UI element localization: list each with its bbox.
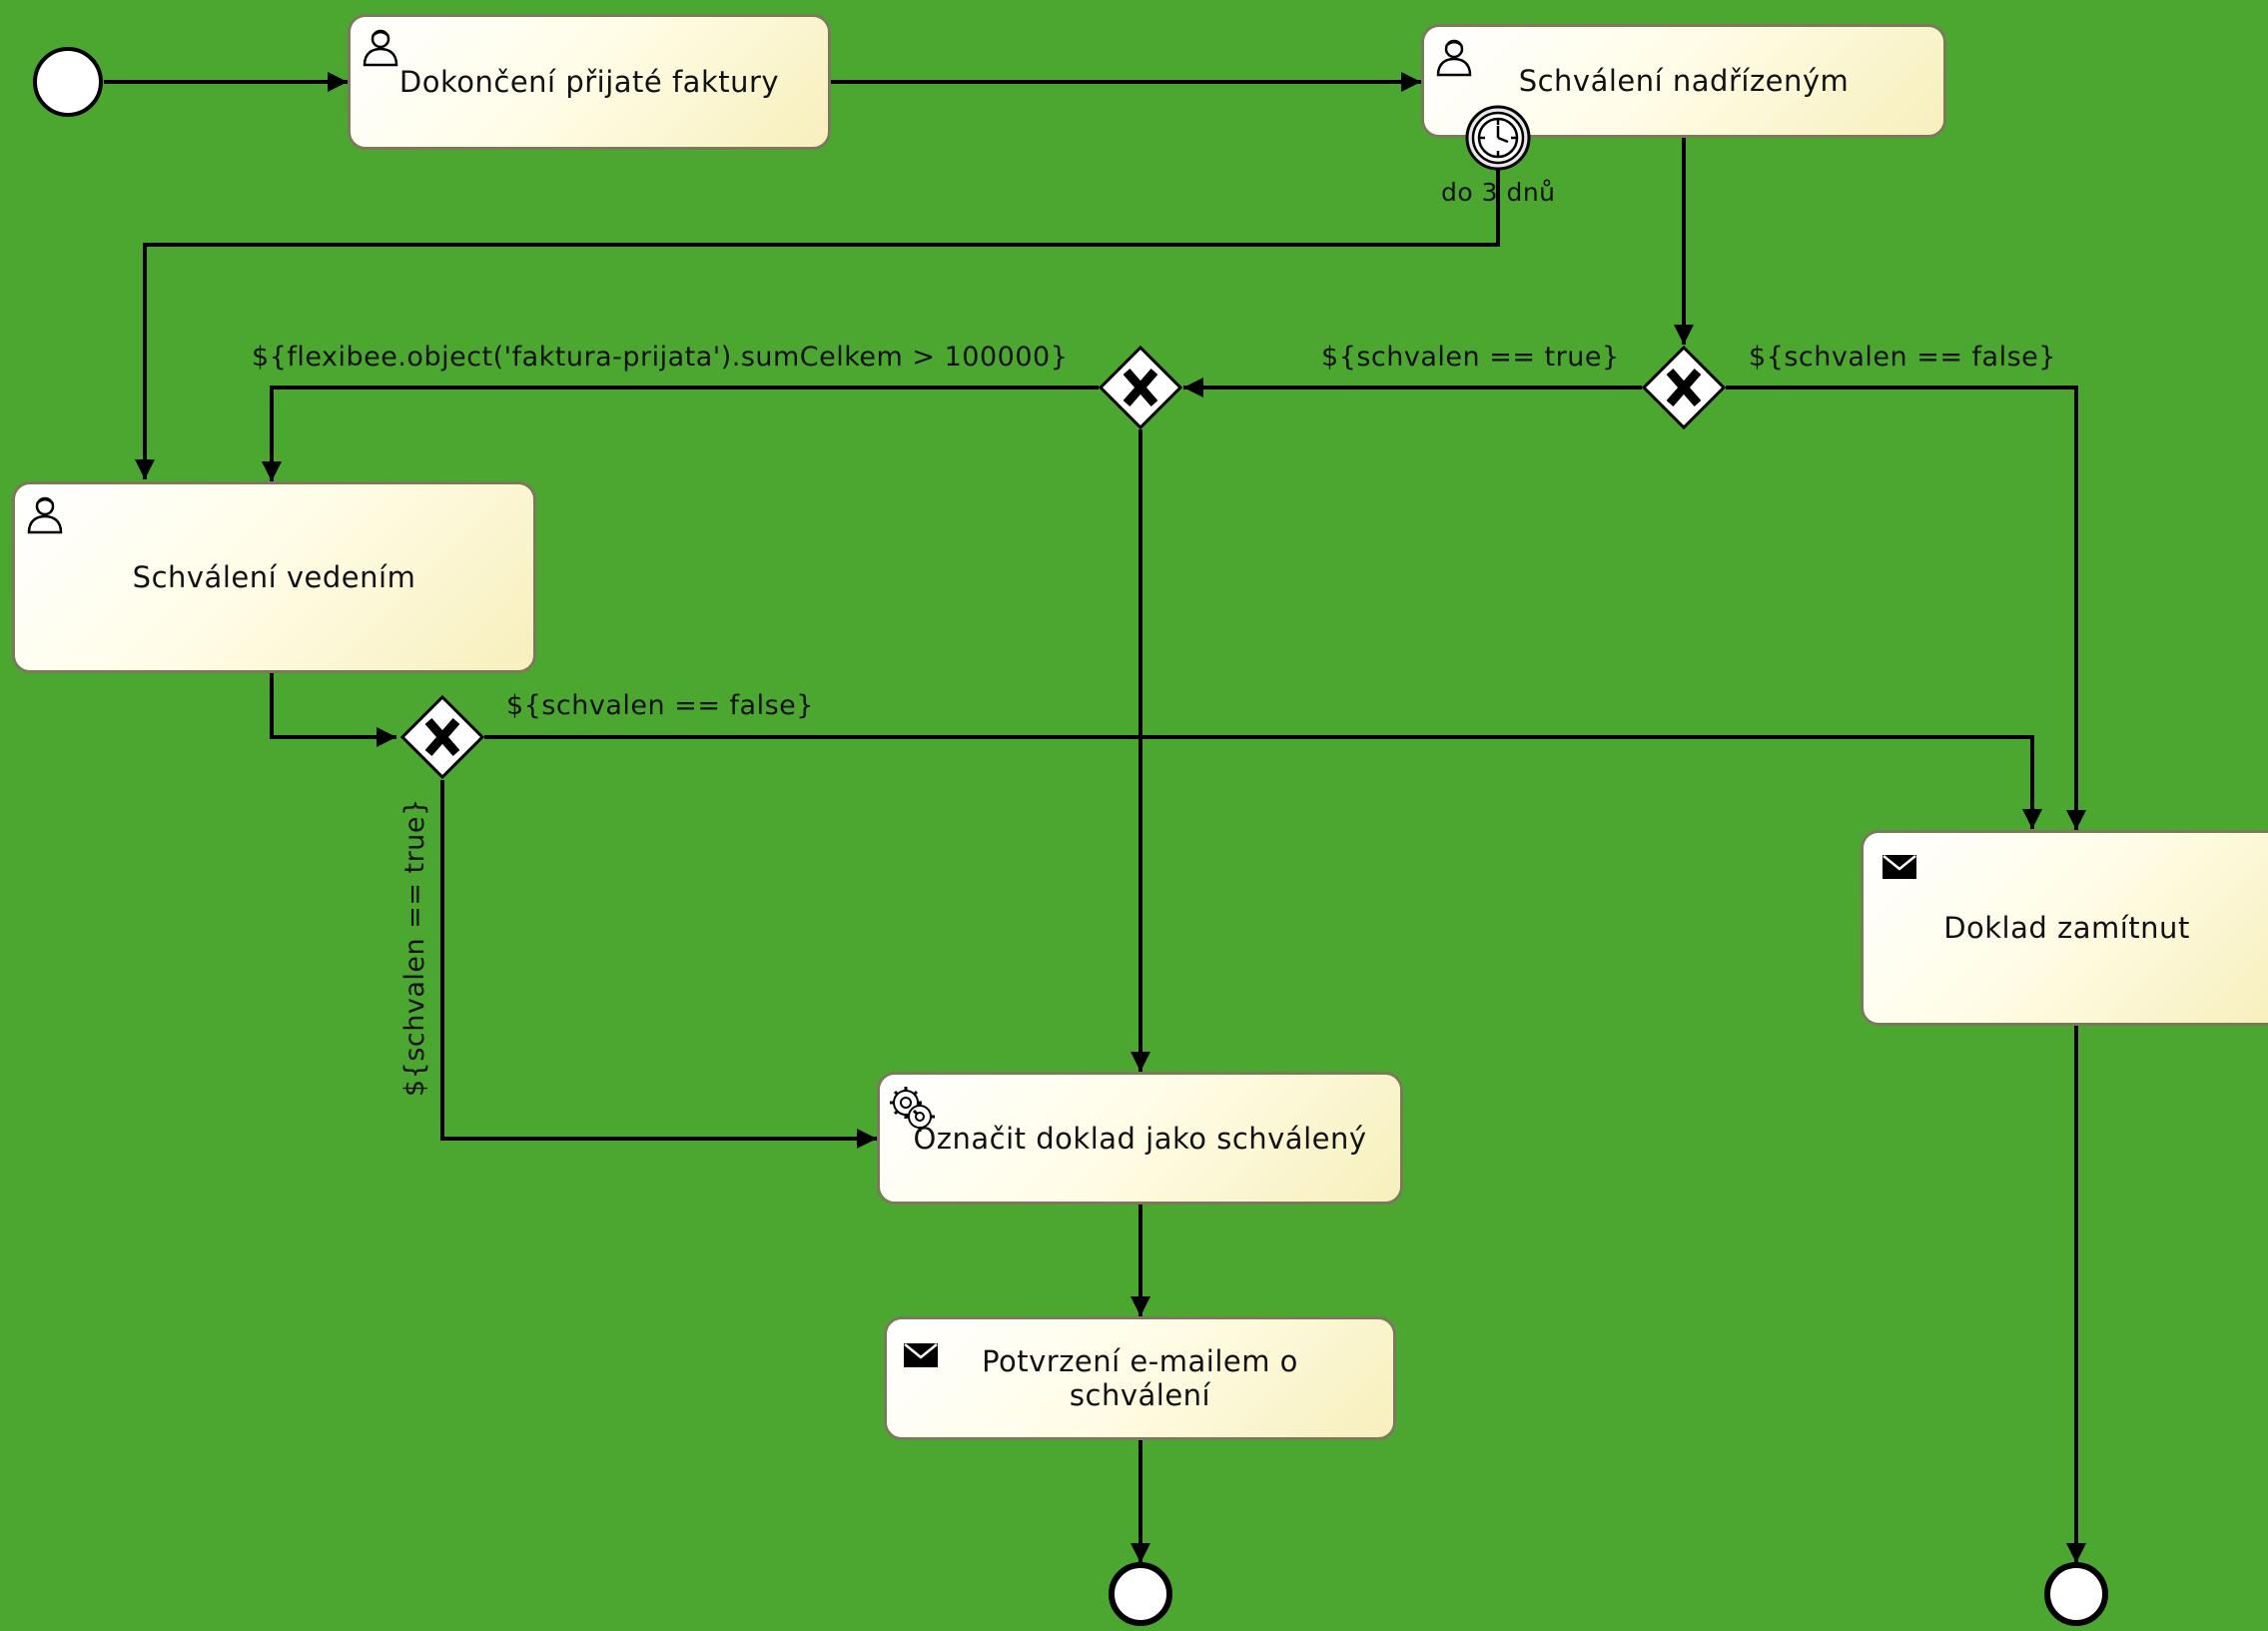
start-event[interactable]: [33, 47, 103, 117]
task-label: Schválení nadřízeným: [1518, 64, 1850, 98]
gear-icon: [886, 1083, 940, 1137]
task-schvaleni-vedenim[interactable]: Schválení vedením: [12, 481, 536, 673]
timer-label: do 3 dnů: [1441, 178, 1556, 207]
condition-sum-celkem: ${flexibee.object('faktura-prijata').sum…: [252, 342, 1069, 373]
envelope-icon: [903, 1341, 939, 1369]
task-label: Označit doklad jako schválený: [913, 1121, 1367, 1156]
end-event-approved[interactable]: [1109, 1562, 1172, 1626]
condition-schvalen-false-mid: ${schvalen == false}: [506, 690, 814, 721]
task-label: Dokončení přijaté faktury: [398, 65, 780, 99]
task-label: Schválení vedením: [132, 560, 416, 594]
task-potvrzeni-emailem[interactable]: Potvrzení e-mailem o schválení: [884, 1316, 1396, 1440]
task-dokonceni-prijate-faktury[interactable]: Dokončení přijaté faktury: [348, 14, 831, 150]
flow-gateway3-to-oznacit[interactable]: [440, 780, 877, 1149]
exclusive-gateway-management[interactable]: [399, 694, 485, 780]
task-doklad-zamitnut[interactable]: Doklad zamítnut: [1861, 830, 2268, 1026]
flow-vedenim-to-gateway3[interactable]: [270, 673, 396, 747]
user-icon: [1432, 35, 1476, 79]
condition-schvalen-false-top: ${schvalen == false}: [1749, 342, 2056, 373]
condition-schvalen-true-top: ${schvalen == true}: [1321, 342, 1620, 373]
task-label: Potvrzení e-mailem o schválení: [982, 1344, 1298, 1412]
user-icon: [23, 492, 67, 536]
flow-timer-to-vedenim[interactable]: [135, 170, 1500, 479]
flow-gateway1-to-vedenim[interactable]: [262, 386, 1099, 481]
task-oznacit-doklad[interactable]: Označit doklad jako schválený: [877, 1072, 1403, 1205]
user-icon: [359, 25, 402, 69]
condition-schvalen-true-vertical: ${schvalen == true}: [399, 798, 430, 1097]
task-label: Doklad zamítnut: [1943, 911, 2190, 945]
end-event-rejected[interactable]: [2044, 1562, 2108, 1626]
flow-gateway3-to-zamitnut[interactable]: [484, 735, 2042, 829]
task-schvaleni-nadrizenym[interactable]: Schválení nadřízeným: [1421, 24, 1946, 138]
exclusive-gateway-amount[interactable]: [1098, 345, 1183, 430]
envelope-icon: [1882, 853, 1917, 881]
exclusive-gateway-supervisor[interactable]: [1641, 345, 1727, 430]
clock-icon[interactable]: [1465, 105, 1531, 171]
flow-gateway2-to-zamitnut[interactable]: [1726, 386, 2086, 830]
